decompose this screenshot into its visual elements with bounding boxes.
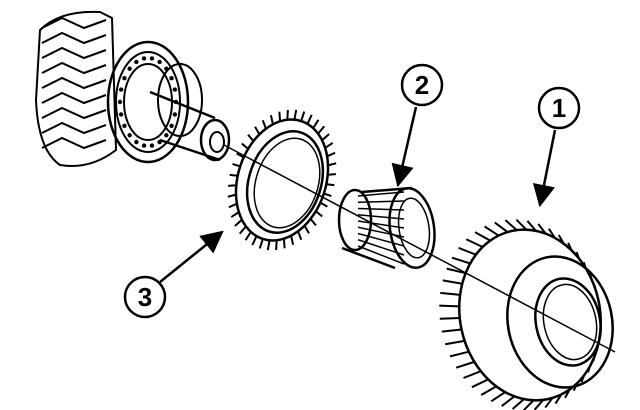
callout-3-leader bbox=[159, 230, 224, 283]
needle-bearing-part-2 bbox=[337, 186, 436, 270]
helical-gear-part-1 bbox=[439, 218, 614, 410]
callout-2: 2 bbox=[391, 63, 444, 188]
callout-3-label: 3 bbox=[138, 282, 152, 312]
shaft-bearing bbox=[106, 40, 203, 164]
synchro-ring-part-3 bbox=[227, 109, 337, 251]
callout-1-leader bbox=[532, 129, 557, 208]
callout-3: 3 bbox=[123, 230, 224, 319]
shaft-stub bbox=[149, 90, 231, 162]
callout-1: 1 bbox=[532, 86, 581, 208]
shaft-helical-gear bbox=[34, 10, 118, 167]
callout-2-label: 2 bbox=[415, 70, 429, 100]
callout-1-label: 1 bbox=[552, 93, 566, 123]
callout-2-leader bbox=[391, 106, 418, 188]
assembly-axis-line bbox=[223, 144, 616, 353]
shaft-gear-assembly bbox=[34, 10, 231, 167]
